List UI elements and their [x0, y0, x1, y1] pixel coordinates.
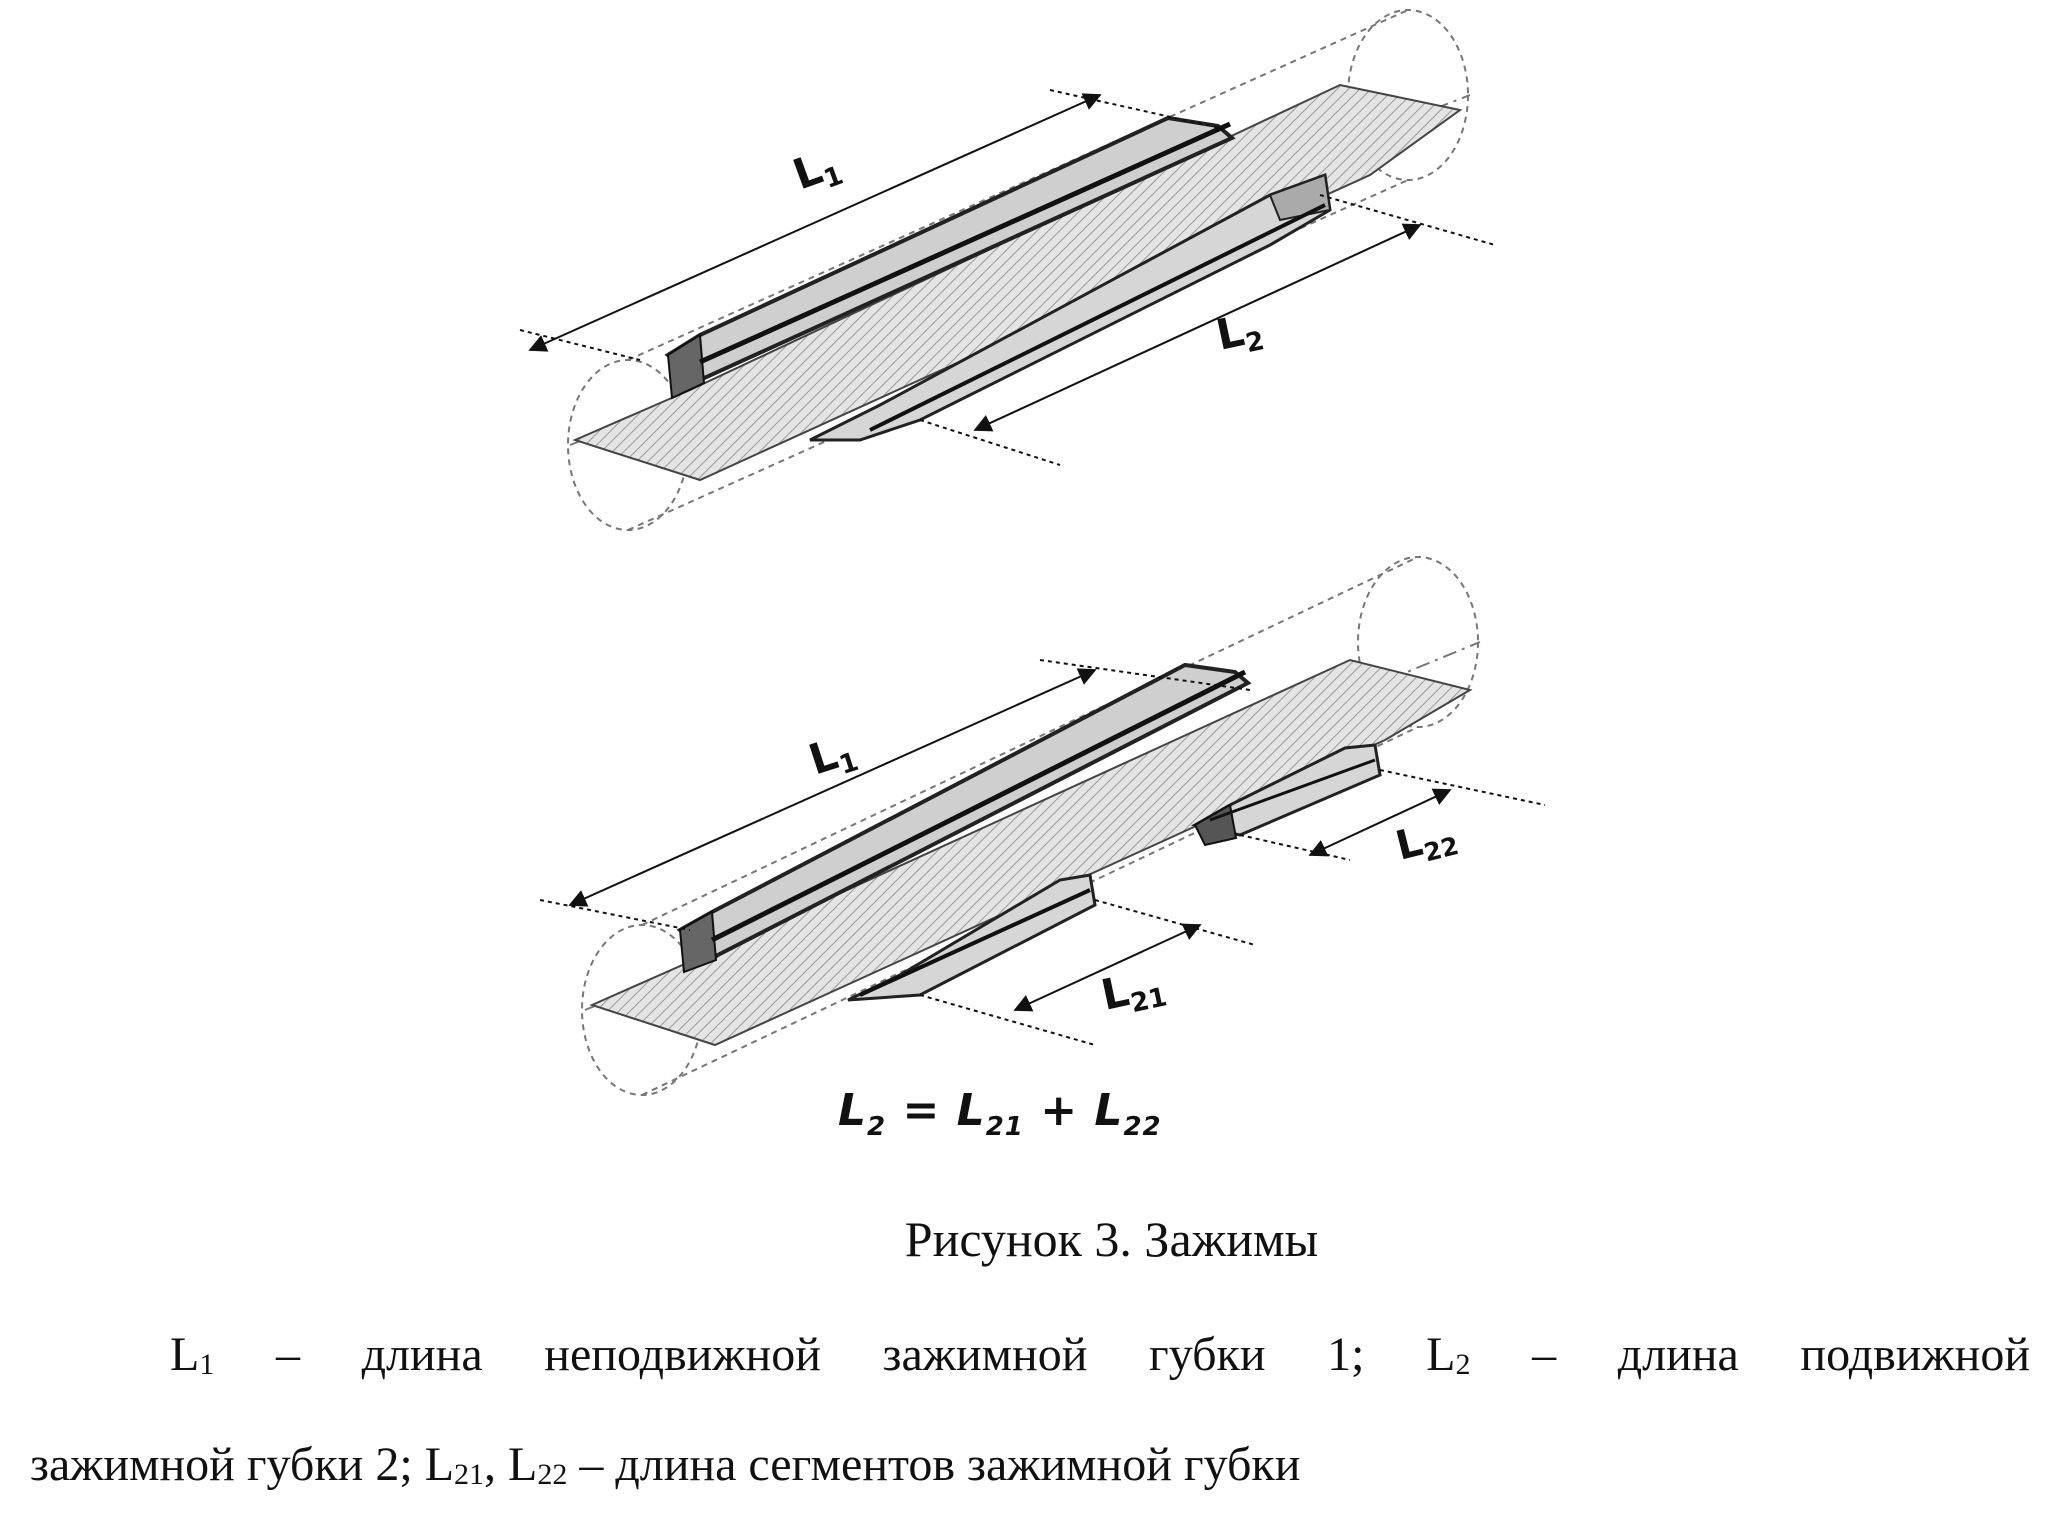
- dimension-l1-top: [519, 89, 1221, 361]
- legend-line-2: зажимной губки 2; L21, L22 – длина сегме…: [30, 1438, 1301, 1491]
- clamp-top: L1 L2: [519, 9, 1496, 531]
- legend-line-1: L1 – длина неподвижной зажимной губки 1;…: [170, 1328, 2031, 1381]
- dimension-l2-top: [919, 194, 1496, 466]
- dimension-l22: [1239, 769, 1546, 861]
- label-l2-top: L2: [1212, 303, 1267, 365]
- clamps-figure: L1 L2: [519, 9, 1546, 1096]
- dimension-l1-bottom: [539, 659, 1251, 931]
- cut-plane-bottom: [589, 658, 1473, 1047]
- label-l22: L22: [1391, 811, 1461, 874]
- clamp-bottom: L1 L21 L22: [539, 556, 1546, 1096]
- label-l1-bottom: L1: [803, 724, 862, 789]
- figure-legend: L1 – длина неподвижной зажимной губки 1;…: [30, 1305, 2030, 1525]
- figure-caption: Рисунок 3. Зажимы: [904, 1211, 1319, 1267]
- dimension-l21: [919, 899, 1256, 1046]
- length-formula: L2 = L21 + L22: [838, 1085, 1162, 1142]
- label-l21: L21: [1097, 959, 1170, 1025]
- label-l1-top: L1: [787, 138, 848, 204]
- cut-plane-top: [572, 83, 1463, 482]
